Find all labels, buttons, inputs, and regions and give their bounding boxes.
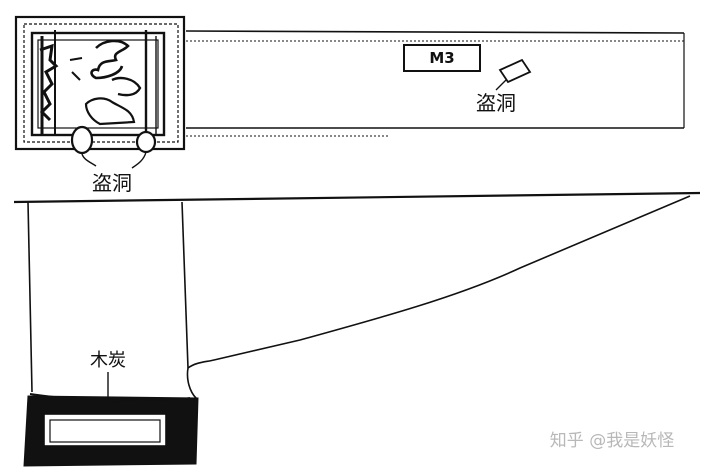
chamber-outer	[14, 15, 186, 151]
robbery-hole-2	[135, 130, 157, 154]
plan-view	[14, 15, 685, 169]
coffin-frame	[30, 31, 166, 137]
bone-upper	[90, 39, 130, 80]
coffin-inner	[37, 39, 159, 129]
ground-surface	[13, 191, 701, 204]
robbery-hole-3	[498, 58, 532, 84]
bone-middle	[111, 76, 142, 97]
section-view	[13, 191, 701, 467]
leader-hole-3	[495, 79, 507, 91]
m3-label-box	[403, 44, 481, 72]
shaft-right-wall	[181, 201, 189, 369]
leader-hole-2	[131, 151, 147, 169]
shaft-left-wall	[27, 201, 33, 393]
charcoal-layer	[29, 393, 191, 402]
bone-small	[69, 57, 83, 81]
m3-label: M3	[429, 49, 454, 67]
ramp-step	[186, 367, 197, 399]
robbery-hole-label-1: 盗洞	[92, 171, 132, 195]
robbery-hole-label-2: 盗洞	[476, 91, 516, 115]
ramp-slope	[187, 195, 691, 369]
watermark-text: 知乎 @我是妖怪	[550, 431, 674, 451]
passage-top-line	[185, 30, 685, 34]
charcoal-label: 木炭	[90, 350, 126, 371]
robbery-hole-1	[70, 125, 94, 155]
coffin-section	[49, 419, 161, 443]
leader-hole-1	[81, 153, 97, 167]
chamber-inner	[23, 23, 179, 143]
skeleton-left	[39, 43, 59, 122]
bone-lower	[84, 97, 136, 126]
